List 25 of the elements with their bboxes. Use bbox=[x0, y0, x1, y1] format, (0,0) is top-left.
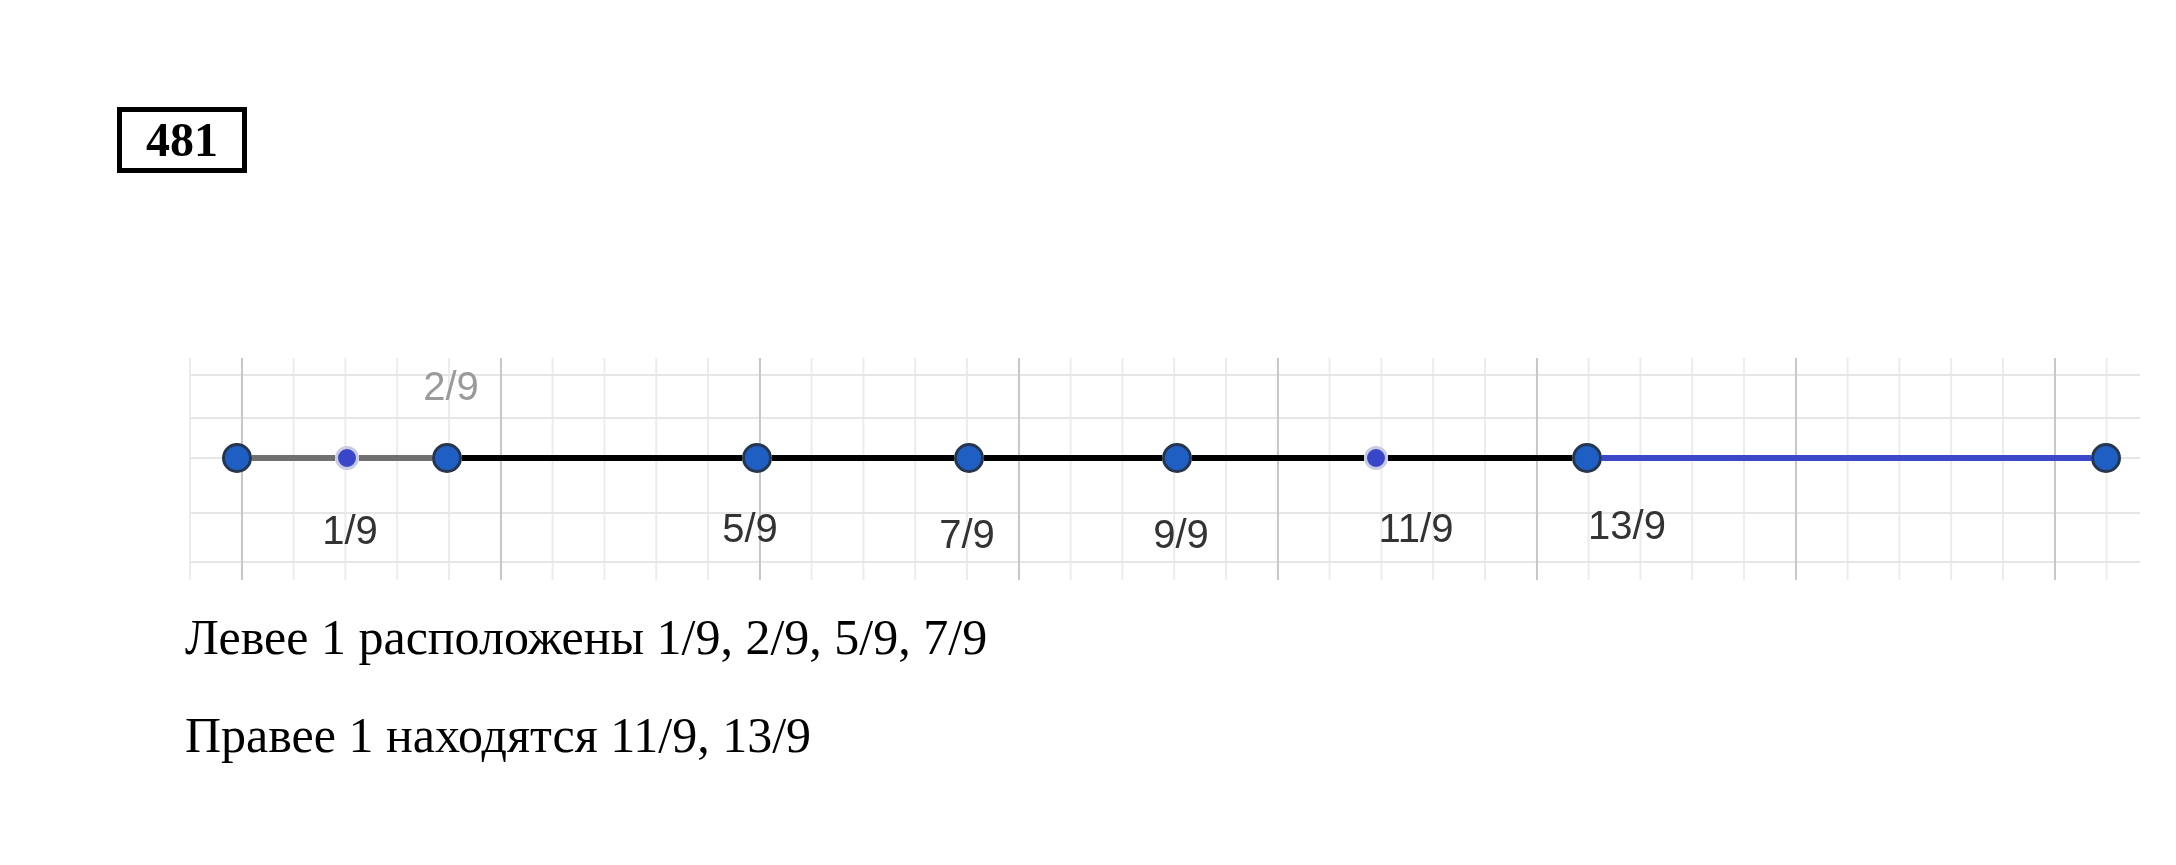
segment bbox=[984, 455, 1162, 461]
number-point bbox=[2091, 443, 2121, 473]
number-point bbox=[222, 443, 252, 473]
segment bbox=[1192, 455, 1364, 461]
fraction-label: 11/9 bbox=[1378, 508, 1454, 548]
fraction-label: 13/9 bbox=[1588, 505, 1666, 545]
number-point bbox=[742, 443, 772, 473]
number-point bbox=[1364, 446, 1388, 470]
number-point bbox=[1572, 443, 1602, 473]
segment bbox=[1602, 455, 2091, 461]
segment bbox=[359, 455, 432, 461]
problem-number: 481 bbox=[117, 107, 247, 173]
segment bbox=[462, 455, 742, 461]
number-point bbox=[335, 446, 359, 470]
fraction-label: 2/9 bbox=[423, 366, 479, 406]
fraction-label: 7/9 bbox=[939, 514, 995, 554]
number-point bbox=[432, 443, 462, 473]
segment bbox=[772, 455, 954, 461]
fraction-label: 1/9 bbox=[322, 510, 378, 550]
number-point bbox=[1162, 443, 1192, 473]
segment bbox=[1388, 455, 1572, 461]
number-point bbox=[954, 443, 984, 473]
fraction-label: 9/9 bbox=[1153, 514, 1209, 554]
fraction-label: 5/9 bbox=[722, 508, 778, 548]
segment bbox=[252, 455, 335, 461]
